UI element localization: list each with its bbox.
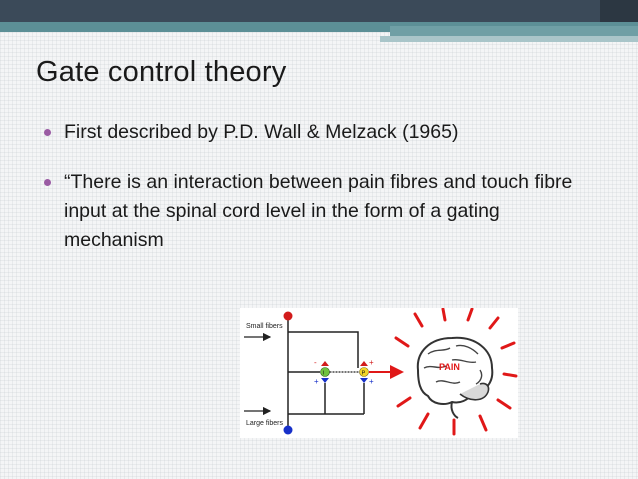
left-node-label: I xyxy=(323,371,325,377)
header-stripe-teal xyxy=(0,22,638,32)
pain-label: PAIN xyxy=(439,362,460,372)
bullet-text: First described by P.D. Wall & Melzack (… xyxy=(64,121,459,143)
large-fibers-label: Large fibers xyxy=(246,420,283,427)
bullet-item: “There is an interaction between pain fi… xyxy=(44,168,604,255)
large-fiber-terminal xyxy=(283,425,293,435)
right-node-bottom-sign: + xyxy=(369,377,374,386)
left-node-top-sign: - xyxy=(314,358,317,367)
small-fiber-terminal xyxy=(283,311,293,321)
inhibit-marker-top xyxy=(321,361,329,366)
excite-marker-bottom xyxy=(321,378,329,383)
header-stripe-dark xyxy=(0,0,638,22)
bullet-dot xyxy=(44,129,51,136)
bullet-dot xyxy=(44,179,51,186)
small-fiber-path xyxy=(288,331,359,368)
bullet-list: First described by P.D. Wall & Melzack (… xyxy=(44,118,604,276)
header-stripe-corner xyxy=(600,0,638,22)
slide-header-band xyxy=(0,0,638,44)
diagram-svg: Small fibers I - + P + + Larg xyxy=(244,308,518,436)
projection-marker-top xyxy=(360,361,368,366)
bullet-item: First described by P.D. Wall & Melzack (… xyxy=(44,118,604,147)
projection-neuron-node xyxy=(359,367,369,377)
right-node-top-sign: + xyxy=(369,358,374,367)
bullet-text: “There is an interaction between pain fi… xyxy=(64,171,573,251)
slide-title: Gate control theory xyxy=(36,56,287,88)
pain-rays xyxy=(394,308,518,436)
left-node-bottom-sign: + xyxy=(314,377,319,386)
header-stripe-light xyxy=(380,36,638,42)
projection-marker-bottom xyxy=(360,378,368,383)
right-node-label: P xyxy=(362,371,366,377)
small-fibers-label: Small fibers xyxy=(246,323,283,330)
gate-control-diagram: Small fibers I - + P + + Larg xyxy=(240,308,518,438)
brain-icon xyxy=(416,336,494,419)
